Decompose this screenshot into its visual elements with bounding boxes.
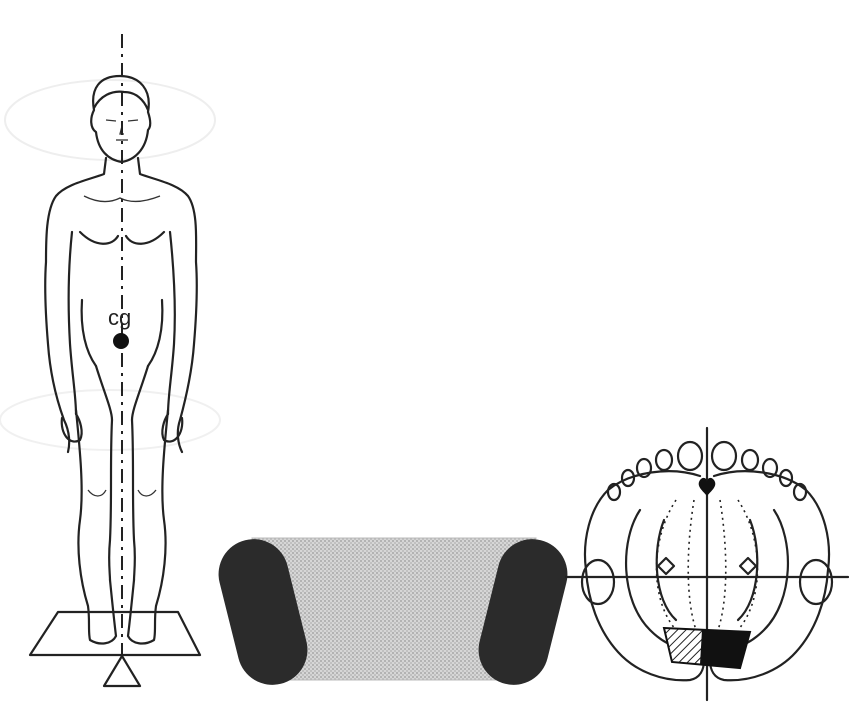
base-of-support bbox=[211, 532, 575, 693]
cg-label: cg bbox=[108, 305, 131, 330]
cg-dot bbox=[113, 333, 129, 349]
head bbox=[91, 76, 150, 162]
foot-outline bbox=[566, 428, 848, 700]
base-triangle bbox=[104, 656, 140, 686]
standing-figure: cg bbox=[0, 34, 220, 686]
